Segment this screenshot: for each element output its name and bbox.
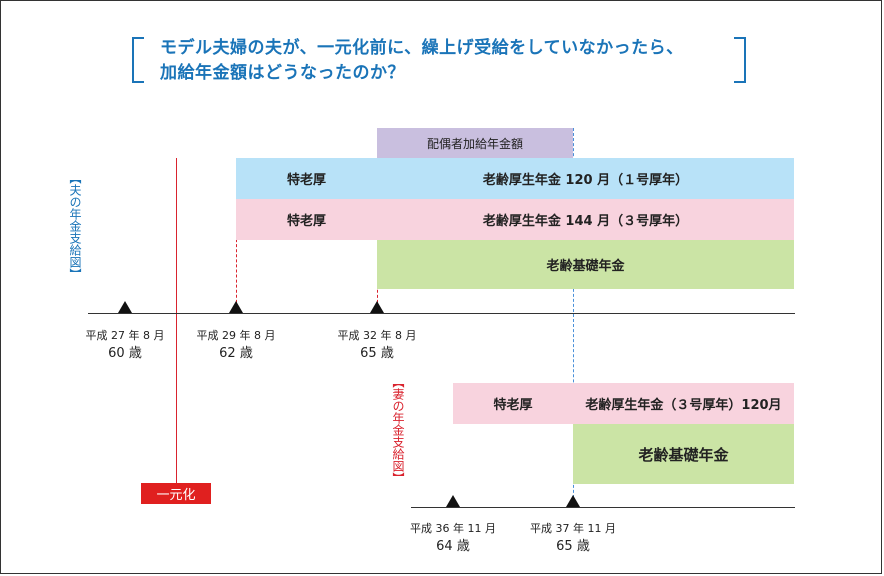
husband-tick-date-62: 平成 29 年 8 月 [196, 329, 276, 342]
wife-tick-date-64: 平成 36 年 11 月 [410, 522, 496, 535]
spouse-addition-bar: 配偶者加給年金額 [377, 128, 573, 158]
husband-row2-special-bar: 特老厚 [236, 199, 377, 240]
guide-line-wife-65 [573, 128, 574, 508]
wife-tick-marker-65 [566, 495, 580, 507]
wife-basic-pension-bar: 老齢基礎年金 [573, 424, 794, 484]
husband-tick-marker-60 [118, 301, 132, 313]
ichigen-line [176, 158, 177, 484]
husband-timeline-axis [88, 313, 795, 314]
wife-pension-bar: 老齢厚生年金（３号厚年）120月 [573, 383, 794, 424]
wife-tick-age-65: 65 歳 [556, 539, 590, 554]
husband-row2-pension-bar: 老齢厚生年金 144 月（３号厚年） [377, 199, 794, 240]
husband-tick-marker-62 [229, 301, 243, 313]
husband-row1-pension-bar: 老齢厚生年金 120 月（１号厚年） [377, 158, 794, 199]
husband-tick-age-60: 60 歳 [108, 346, 142, 361]
title-line-2: 加給年金額はどうなったのか？ [160, 63, 405, 83]
title-bracket-left [132, 37, 144, 83]
title-line-1: モデル夫婦の夫が、一元化前に、繰上げ受給をしていなかったら、 [160, 38, 684, 58]
wife-timeline-axis [411, 507, 795, 508]
husband-tick-date-60: 平成 27 年 8 月 [85, 329, 165, 342]
wife-special-bar: 特老厚 [453, 383, 573, 424]
husband-basic-pension-bar: 老齢基礎年金 [377, 240, 794, 289]
title-bracket-right [734, 37, 746, 83]
wife-tick-marker-64 [446, 495, 460, 507]
husband-tick-age-62: 62 歳 [219, 346, 253, 361]
husband-tick-age-65: 65 歳 [360, 346, 394, 361]
ichigen-label: 一元化 [141, 483, 211, 504]
wife-chart-label: 【妻の年金支給図】 [391, 376, 405, 484]
husband-tick-date-65: 平成 32 年 8 月 [337, 329, 417, 342]
husband-row1-special-bar: 特老厚 [236, 158, 377, 199]
husband-chart-label: 【夫の年金支給図】 [68, 172, 82, 280]
husband-tick-marker-65 [370, 301, 384, 313]
wife-tick-date-65: 平成 37 年 11 月 [530, 522, 616, 535]
wife-tick-age-64: 64 歳 [436, 539, 470, 554]
